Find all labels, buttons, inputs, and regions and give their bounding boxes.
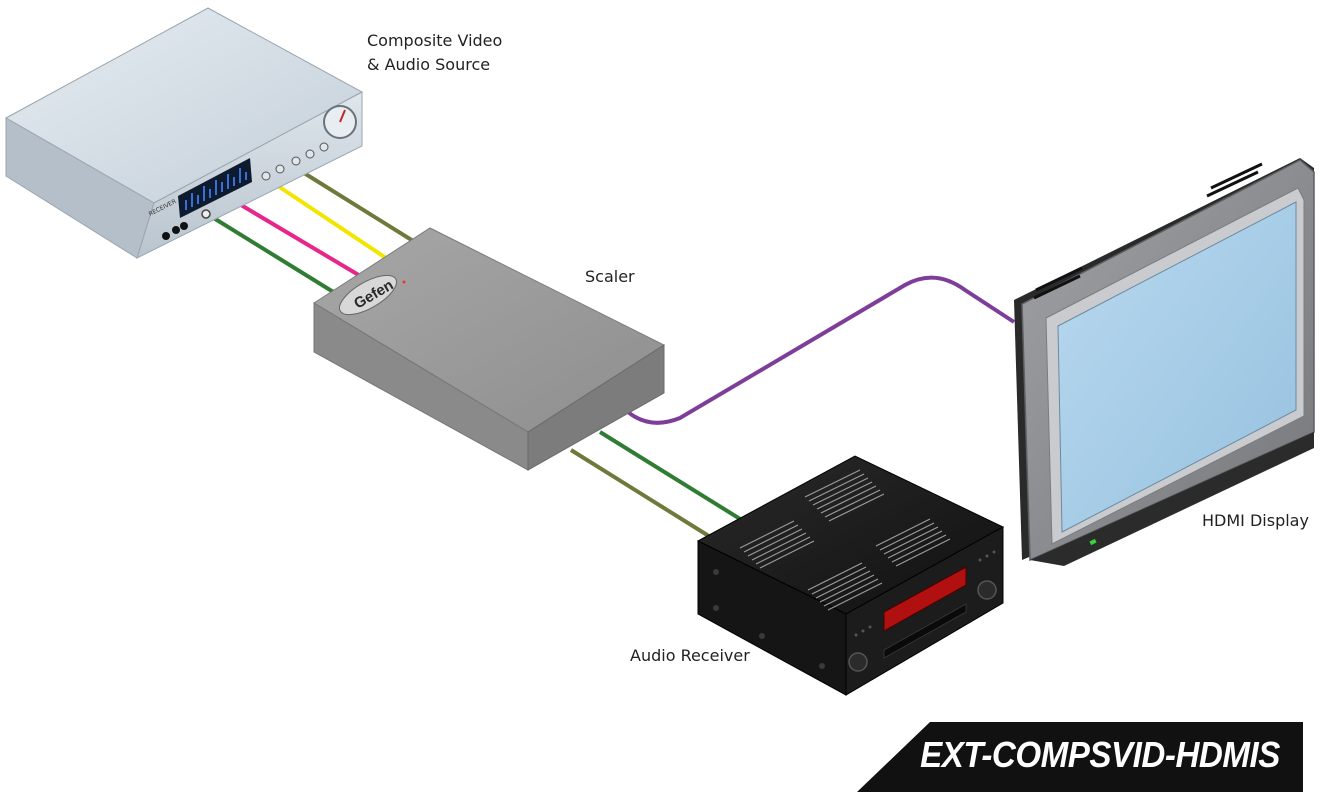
label-composite-source-line1: Composite Video	[367, 31, 503, 50]
gefen-logo	[339, 274, 397, 316]
display-vents	[1033, 162, 1263, 300]
cable-hdmi	[626, 275, 1016, 425]
cables	[210, 166, 1016, 540]
receiver-knob-right	[977, 580, 997, 600]
display-screen	[1057, 201, 1297, 533]
cable-green-audio-left	[210, 215, 337, 295]
cable-green-receiver-left	[598, 430, 747, 524]
spectrum-bars	[185, 168, 247, 210]
composite-source-device: RECEIVER	[4, 7, 364, 259]
receiver-vents	[739, 469, 951, 611]
receiver-display	[883, 566, 967, 632]
cable-olive-receiver-right	[569, 448, 714, 540]
hdmi-display-device	[1014, 158, 1315, 566]
model-number: EXT-COMPSVID-HDMIS	[920, 734, 1280, 775]
model-banner	[857, 722, 1303, 792]
label-scaler: Scaler	[585, 267, 635, 286]
cable-yellow-video	[267, 178, 394, 264]
headphone-jack	[162, 232, 170, 240]
label-composite-source-line2: & Audio Source	[367, 55, 491, 74]
audio-receiver-device	[696, 455, 1005, 696]
label-audio-receiver: Audio Receiver	[630, 646, 750, 665]
receiver-knob-left	[848, 652, 868, 672]
cable-magenta-audio-right	[239, 203, 364, 279]
cable-olive-svideo	[294, 166, 420, 246]
label-composite-source: Composite Video & Audio Source	[367, 29, 502, 77]
label-hdmi-display: HDMI Display	[1202, 511, 1309, 530]
source-front-buttons	[261, 142, 329, 181]
scaler-device: Gefen	[313, 227, 666, 471]
